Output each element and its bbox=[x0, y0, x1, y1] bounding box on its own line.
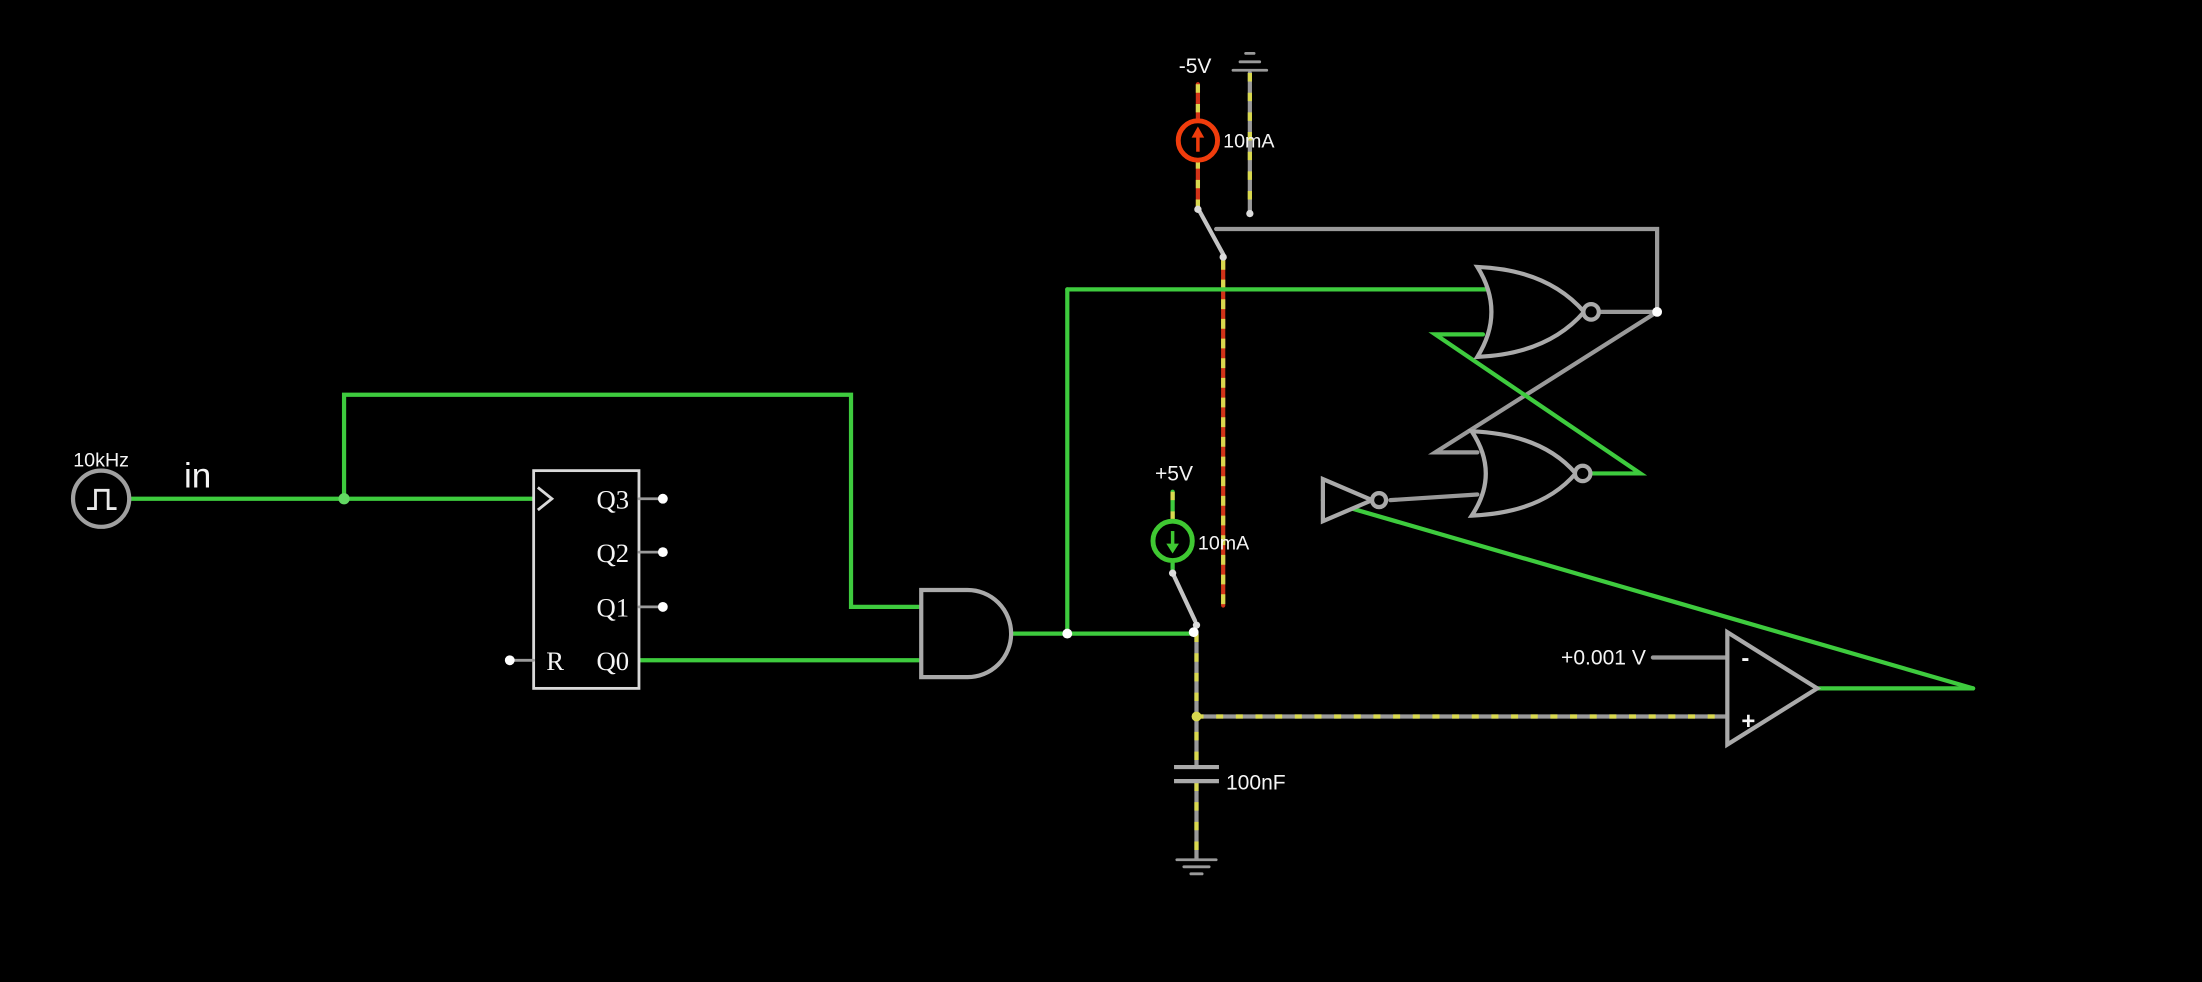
switch-terminal bbox=[1219, 253, 1227, 261]
junction-dot-input bbox=[338, 493, 350, 505]
inverter-body[interactable] bbox=[1320, 475, 1378, 525]
reference-voltage-label[interactable]: +0.001 V bbox=[1561, 646, 1646, 669]
clock-input-icon bbox=[536, 486, 555, 512]
pin-label-q0: Q0 bbox=[597, 646, 630, 676]
nor-bubble-icon bbox=[1572, 463, 1593, 484]
clock-source[interactable]: 10kHz bbox=[70, 449, 132, 529]
nor-gate-bottom[interactable] bbox=[1467, 429, 1593, 518]
clock-waveform-icon bbox=[87, 488, 117, 510]
inverter-bubble-icon bbox=[1369, 491, 1389, 510]
ground-top[interactable] bbox=[1231, 51, 1269, 72]
inverter-gate[interactable] bbox=[1320, 475, 1389, 525]
current-source-positive[interactable]: +5V 10mA bbox=[1150, 462, 1250, 576]
pin-label-q1: Q1 bbox=[597, 593, 630, 623]
opamp-plus-label: + bbox=[1741, 708, 1755, 735]
counter-chip[interactable]: Q3 Q2 Q1 Q0 R bbox=[504, 469, 668, 690]
wire-and-output-net[interactable] bbox=[1006, 287, 1488, 636]
wire-switch-control[interactable] bbox=[1214, 226, 1660, 314]
post-q3[interactable] bbox=[657, 493, 668, 504]
reference-source[interactable]: +0.001 V bbox=[1561, 646, 1646, 669]
wire-latch-cross-green[interactable] bbox=[1428, 332, 1648, 476]
junction-dot-and-out bbox=[1062, 628, 1073, 639]
pin-label-reset: R bbox=[546, 646, 564, 676]
current-arrow-head-icon bbox=[1191, 126, 1205, 138]
pin-label-q2: Q2 bbox=[597, 538, 630, 568]
junction-dot-latch bbox=[1652, 306, 1663, 317]
switch-lever[interactable] bbox=[1197, 208, 1226, 257]
nor-gate-top[interactable] bbox=[1473, 264, 1601, 360]
switch-terminal bbox=[1194, 205, 1202, 213]
capacitor[interactable]: 100nF bbox=[1174, 764, 1286, 795]
current-source-negative[interactable]: -5V 10mA bbox=[1175, 55, 1275, 211]
switch-bottom[interactable] bbox=[1168, 569, 1201, 629]
neg-supply-label: -5V bbox=[1179, 55, 1212, 78]
post-reset[interactable] bbox=[504, 655, 515, 666]
wire-nor-top-out-to-nor-bottom-in[interactable] bbox=[1427, 309, 1660, 455]
clock-frequency-label: 10kHz bbox=[73, 449, 129, 471]
nor-bubble-icon bbox=[1581, 302, 1601, 322]
and-gate[interactable] bbox=[919, 587, 1014, 680]
clock-body[interactable] bbox=[70, 468, 132, 529]
counter-body[interactable] bbox=[532, 469, 641, 690]
wire-inverter-output[interactable] bbox=[1388, 492, 1480, 503]
switch-lever[interactable] bbox=[1171, 573, 1198, 624]
junction-dot-cap-net bbox=[1191, 711, 1202, 722]
post-q2[interactable] bbox=[657, 547, 668, 558]
capacitor-value-label: 100nF bbox=[1226, 772, 1286, 795]
wire-opamp-out-to-inverter[interactable] bbox=[1320, 498, 1976, 691]
current-arrow-head-icon bbox=[1166, 543, 1179, 554]
nor-body[interactable] bbox=[1473, 264, 1587, 360]
switch-terminal bbox=[1246, 209, 1254, 218]
pos-supply-label: +5V bbox=[1155, 462, 1193, 485]
wire-nor-bottom-out-to-nor-top-in[interactable] bbox=[1428, 332, 1648, 476]
post-q1[interactable] bbox=[657, 601, 668, 612]
wire-inverter-to-nor-bottom[interactable] bbox=[1388, 492, 1480, 503]
wire-latch-to-top-switch[interactable] bbox=[1214, 226, 1660, 314]
opamp-body[interactable] bbox=[1725, 628, 1822, 749]
pin-label-q3: Q3 bbox=[597, 485, 630, 515]
opamp-comparator[interactable]: - + bbox=[1650, 628, 1822, 749]
nor-body[interactable] bbox=[1467, 429, 1579, 518]
switch-top[interactable] bbox=[1194, 205, 1254, 261]
switch-terminal bbox=[1192, 621, 1201, 629]
wire-feedback[interactable] bbox=[341, 392, 921, 610]
wire-feedback-net[interactable] bbox=[341, 392, 921, 610]
opamp-minus-label: - bbox=[1741, 645, 1749, 672]
neg-current-label: 10mA bbox=[1223, 131, 1275, 153]
junction-dot-node bbox=[1188, 627, 1199, 638]
wire-opamp-output-net[interactable] bbox=[1320, 498, 1976, 691]
input-net-label[interactable]: in bbox=[184, 456, 211, 495]
and-gate-body[interactable] bbox=[919, 587, 1014, 680]
pos-current-label: 10mA bbox=[1198, 532, 1250, 554]
switch-terminal bbox=[1168, 569, 1177, 577]
ground-bottom[interactable] bbox=[1175, 858, 1218, 876]
wire-latch-cross-gray[interactable] bbox=[1427, 309, 1660, 455]
